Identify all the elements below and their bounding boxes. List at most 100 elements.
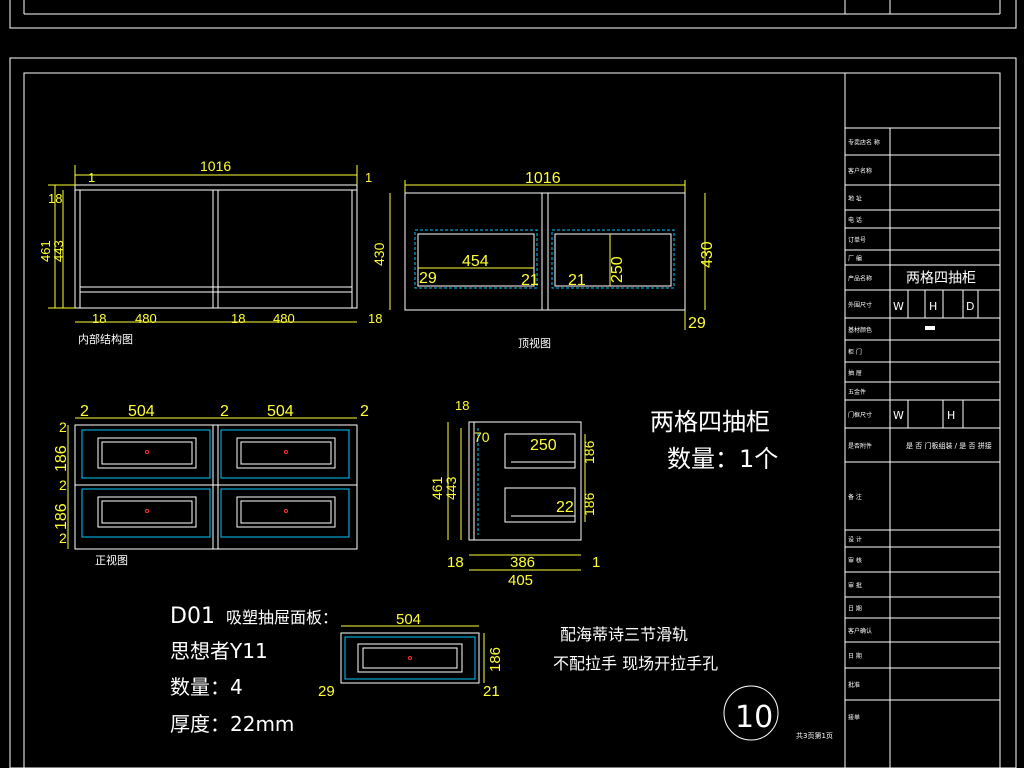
internal-bottom-3: 18 [231,311,245,326]
handle-note: 不配拉手 现场开拉手孔 [553,654,718,673]
internal-structure-view [48,165,358,323]
title-row-label: 是否附件 [848,442,872,450]
front-left-5: 2 [59,530,67,546]
top-width: 1016 [525,170,561,187]
title-row-label: 批准 [848,681,860,689]
top-left: 29 [419,270,437,287]
slide-note: 配海蒂诗三节滑轨 [560,625,688,644]
color-swatch [925,326,935,330]
title-row-label: 外围尺寸 [848,301,872,309]
title-row-value: 两格四抽柜 [906,271,976,287]
panel-right: 21 [483,683,500,700]
top-depth: 250 [609,256,626,283]
panel-left: 29 [318,683,335,700]
side-bottom-r: 1 [592,554,600,571]
front-top-5: 2 [360,403,369,420]
internal-one-right: 1 [365,170,372,185]
title-row-label: 厂 编 [848,255,862,263]
title-row-label: 产品名称 [848,275,872,283]
internal-bottom-5: 18 [368,311,382,326]
dim-w-label: W [893,300,904,313]
top-frame [9,0,1017,29]
top-mid1: 21 [521,272,539,289]
internal-top-dim: 18 [48,191,62,206]
d01-code: D01 [170,604,215,629]
front-top-1: 2 [80,403,89,420]
top-side-right: 430 [699,241,716,268]
title-row-value: 是 否 门板组装 / 是 否 拼接 [906,441,992,450]
side-d2: 186 [581,492,597,516]
side-d1: 186 [581,440,597,464]
side-bottom-l: 18 [447,554,464,571]
title-row-label: 五金件 [848,388,866,396]
title-row-label: 抽 屉 [848,369,862,377]
title-row-label: 日 期 [848,605,862,613]
top-inner: 454 [462,253,489,270]
side-d3: 22 [556,499,574,516]
front-left-3: 2 [59,477,67,493]
title-row-label: 门框尺寸 [848,411,872,419]
frame-w-label: W [893,409,904,422]
internal-bottom-4: 480 [273,311,295,326]
front-left-4: 186 [53,503,70,530]
title-row-label: 备 注 [848,493,862,501]
d01-desc: 吸塑抽屉面板： [226,608,338,627]
panel-count: 数量：4 [170,675,243,699]
internal-h-outer: 461 [38,240,53,262]
internal-width: 1016 [200,158,231,174]
title-row-label: 审 核 [848,557,862,565]
product-qty: 数量：1个 [667,445,778,473]
title-row-label: 地 址 [848,195,862,203]
title-row-label: 柜 门 [848,348,862,356]
side-top: 18 [455,398,469,413]
top-right: 29 [688,315,706,332]
internal-bottom-1: 18 [92,311,106,326]
side-h-outer: 461 [429,476,445,500]
internal-bottom-2: 480 [135,311,157,326]
front-left-1: 2 [59,419,67,435]
title-row-label: 客户确认 [848,627,872,635]
side-view [447,421,586,571]
title-row-label: 客户名称 [848,167,872,175]
front-top-4: 504 [267,403,294,420]
title-row-label: 日 期 [848,652,862,660]
internal-one-left: 1 [88,170,95,185]
title-row-label: 接单 [848,714,860,722]
front-top-3: 2 [220,403,229,420]
panel-height: 186 [487,647,504,672]
side-bottom-mid: 386 [510,554,535,571]
side-gap: 70 [474,429,490,445]
internal-h-inner: 443 [51,240,66,262]
title-row-label: 基材颜色 [848,326,872,334]
panel-detail [340,625,485,684]
top-view-label: 顶视图 [518,336,551,350]
panel-model: 思想者Y11 [170,639,268,663]
front-view-label: 正视图 [95,553,128,567]
panel-width: 504 [396,611,421,628]
title-row-label: 电 话 [848,216,862,224]
side-h-inner: 443 [443,476,459,500]
side-total: 405 [508,572,533,589]
dim-d-label: D [966,300,974,313]
title-row-label: 专卖店名 称 [848,139,880,147]
page-circle [723,685,779,741]
top-side: 430 [371,242,387,266]
top-view [389,180,706,330]
product-title: 两格四抽柜 [650,408,770,436]
sheet-note: 共3页第1页 [796,731,833,740]
front-top-2: 504 [128,403,155,420]
side-drawer: 250 [530,437,557,454]
panel-thickness: 厚度：22mm [170,712,294,736]
title-row-label: 设 计 [848,536,862,544]
front-view [67,417,358,550]
title-row-label: 审 批 [848,582,862,590]
front-left-2: 186 [53,445,70,472]
title-row-label: 订单号 [848,236,866,244]
page-number: 10 [735,700,773,735]
internal-view-label: 内部结构图 [78,332,133,346]
dim-h-label: H [929,300,937,313]
top-mid2: 21 [568,272,586,289]
frame-h-label: H [947,409,955,422]
